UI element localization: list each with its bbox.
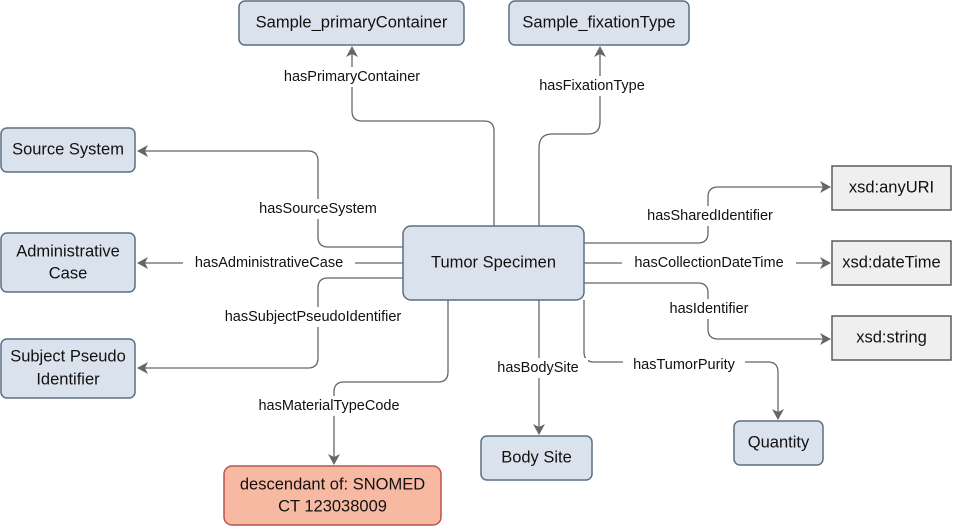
node-subject-pseudo-identifier-label-line-1: Subject Pseudo bbox=[10, 347, 126, 365]
label-has-identifier: hasIdentifier bbox=[670, 301, 749, 317]
label-has-source-system: hasSourceSystem bbox=[259, 201, 377, 217]
label-has-material-type-code: hasMaterialTypeCode bbox=[258, 398, 399, 414]
node-body-site-label: Body Site bbox=[501, 448, 572, 466]
node-xsd-string-label: xsd:string bbox=[856, 328, 927, 346]
label-has-administrative-case: hasAdministrativeCase bbox=[195, 255, 343, 271]
node-xsd-anyuri-label: xsd:anyURI bbox=[849, 178, 934, 196]
label-has-shared-identifier: hasSharedIdentifier bbox=[647, 208, 773, 224]
node-source-system-label: Source System bbox=[12, 140, 124, 158]
node-xsd-string[interactable]: xsd:string bbox=[831, 315, 952, 361]
edge-has-material-type-code bbox=[328, 300, 449, 465]
node-body-site[interactable]: Body Site bbox=[480, 435, 593, 481]
label-has-body-site: hasBodySite bbox=[497, 360, 578, 376]
label-has-tumor-purity: hasTumorPurity bbox=[633, 357, 736, 373]
node-tumor-specimen-label: Tumor Specimen bbox=[431, 253, 556, 271]
label-has-primary-container: hasPrimaryContainer bbox=[284, 69, 420, 85]
label-has-fixation-type: hasFixationType bbox=[539, 78, 645, 94]
edge-has-primary-container bbox=[346, 46, 495, 226]
node-quantity-label: Quantity bbox=[748, 433, 810, 451]
label-has-collection-date-time: hasCollectionDateTime bbox=[634, 255, 783, 271]
node-xsd-anyuri[interactable]: xsd:anyURI bbox=[831, 165, 952, 211]
edge-has-fixation-type bbox=[538, 46, 606, 226]
node-descendant-snomed-label-line-2: CT 123038009 bbox=[278, 497, 387, 515]
node-subject-pseudo-identifier-label-line-2: Identifier bbox=[36, 370, 100, 388]
node-sample-fixation-type[interactable]: Sample_fixationType bbox=[508, 0, 690, 46]
node-administrative-case-label-line-2: Case bbox=[49, 264, 88, 282]
node-subject-pseudo-identifier[interactable]: Subject Pseudo Identifier bbox=[0, 338, 136, 399]
node-administrative-case[interactable]: Administrative Case bbox=[0, 232, 136, 293]
label-has-subject-pseudo-identifier: hasSubjectPseudoIdentifier bbox=[225, 309, 402, 325]
node-xsd-datetime-label: xsd:dateTime bbox=[842, 253, 940, 271]
node-administrative-case-label-line-1: Administrative bbox=[16, 242, 120, 260]
node-descendant-snomed[interactable]: descendant of: SNOMED CT 123038009 bbox=[223, 465, 442, 526]
node-tumor-specimen[interactable]: Tumor Specimen bbox=[402, 225, 585, 301]
node-xsd-datetime[interactable]: xsd:dateTime bbox=[831, 240, 952, 286]
node-sample-primary-container[interactable]: Sample_primaryContainer bbox=[238, 0, 465, 46]
node-source-system[interactable]: Source System bbox=[0, 127, 136, 173]
node-sample-fixation-type-label: Sample_fixationType bbox=[522, 13, 675, 31]
node-descendant-snomed-label-line-1: descendant of: SNOMED bbox=[240, 475, 425, 493]
node-quantity[interactable]: Quantity bbox=[733, 420, 824, 466]
node-sample-primary-container-label: Sample_primaryContainer bbox=[256, 13, 448, 31]
